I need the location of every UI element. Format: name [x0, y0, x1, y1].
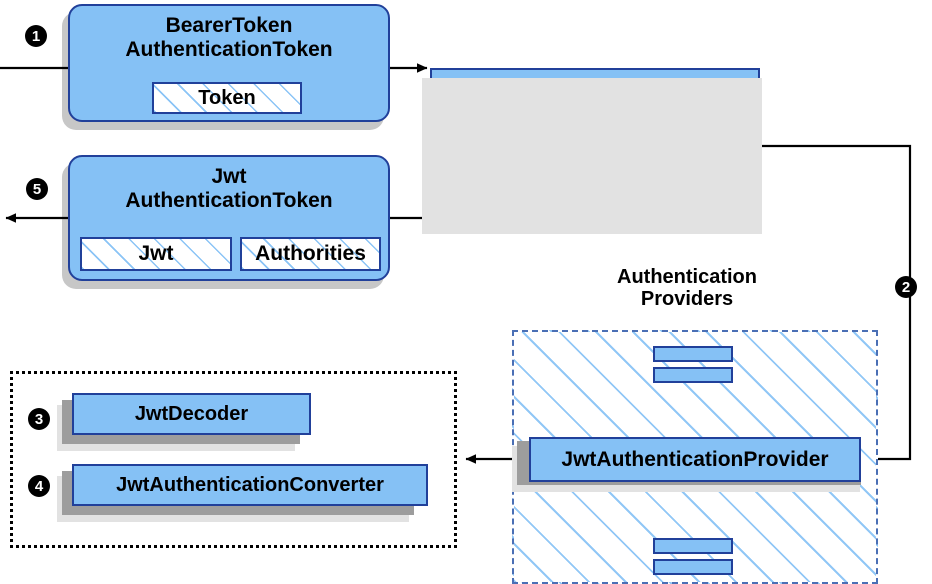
jwt-token-title-line2: AuthenticationToken [125, 188, 333, 212]
token-inner-box: Token [152, 82, 302, 114]
connector-manager-to-provider [760, 144, 912, 464]
provider-bar-bottom-1 [653, 538, 733, 554]
jwt-inner-box: Jwt [80, 237, 232, 271]
step-badge-2-number: 2 [901, 278, 911, 296]
providers-title-line2: Providers [640, 288, 734, 311]
step-badge-5: 5 [26, 178, 48, 200]
step-badge-3: 3 [28, 408, 50, 430]
provider-bar-bottom-2 [653, 559, 733, 575]
bearer-token-title: BearerToken AuthenticationToken [70, 6, 388, 61]
authentication-manager-shadow-outer [422, 78, 762, 234]
authentication-providers-title: Authentication Providers [566, 266, 808, 311]
jwt-token-title-line1: Jwt [211, 165, 247, 188]
step-badge-4-number: 4 [34, 477, 44, 495]
token-label: Token [198, 86, 256, 109]
bearer-token-title-line2: AuthenticationToken [125, 37, 333, 61]
jwt-decoder-label: JwtDecoder [134, 402, 249, 425]
jwt-decoder-box[interactable]: JwtDecoder [72, 393, 311, 435]
bearer-token-title-line1: BearerToken [165, 14, 293, 37]
step-badge-4: 4 [28, 475, 50, 497]
step-badge-3-number: 3 [34, 410, 44, 428]
provider-bar-top-2 [653, 367, 733, 383]
step-badge-1-number: 1 [31, 27, 41, 45]
authorities-label: Authorities [255, 242, 366, 265]
jwt-authentication-token-box[interactable]: Jwt AuthenticationToken Jwt Authorities [68, 155, 390, 281]
step-badge-1: 1 [25, 25, 47, 47]
jwt-token-title: Jwt AuthenticationToken [70, 157, 388, 212]
jwt-authentication-converter-box[interactable]: JwtAuthenticationConverter [72, 464, 428, 506]
provider-bar-top-1 [653, 346, 733, 362]
jwt-label: Jwt [138, 242, 174, 265]
step-badge-2: 2 [895, 276, 917, 298]
authorities-inner-box: Authorities [240, 237, 381, 271]
jwt-support-region [10, 371, 457, 548]
jwt-authentication-converter-label: JwtAuthenticationConverter [116, 473, 384, 496]
jwt-authentication-provider-box[interactable]: JwtAuthenticationProvider [529, 437, 861, 482]
providers-title-line1: Authentication [617, 266, 757, 288]
bearer-token-authentication-token-box[interactable]: BearerToken AuthenticationToken Token [68, 4, 390, 122]
step-badge-5-number: 5 [32, 180, 42, 198]
jwt-authentication-provider-label: JwtAuthenticationProvider [561, 447, 829, 471]
